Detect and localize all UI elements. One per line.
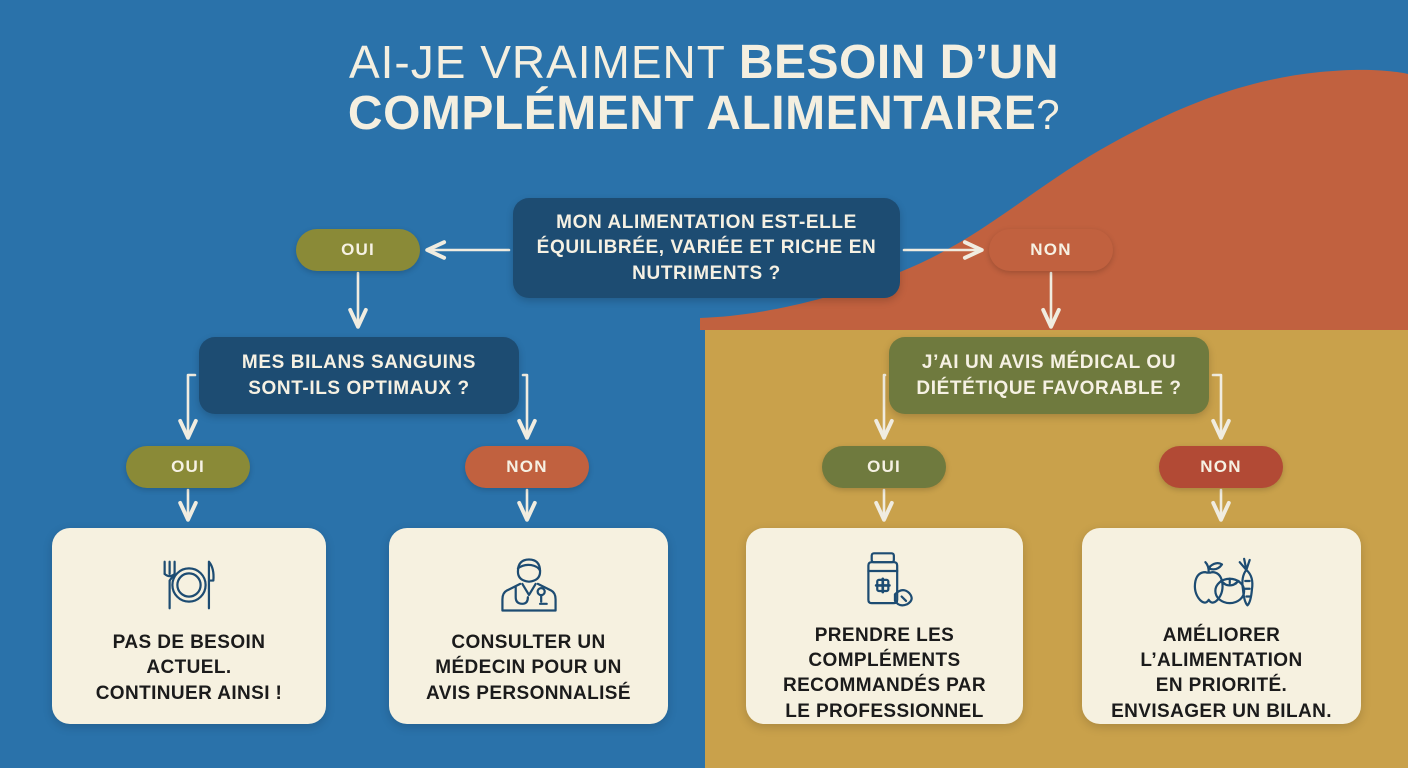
pill-left-oui[interactable]: OUI: [126, 446, 250, 488]
result-card-1[interactable]: PAS DE BESOIN ACTUEL. CONTINUER AINSI !: [52, 528, 326, 724]
pill-root-non-label: NON: [1030, 240, 1072, 259]
title-bold-part-2: COMPLÉMENT ALIMENTAIRE: [347, 86, 1037, 140]
result-card-2[interactable]: CONSULTER UN MÉDECIN POUR UN AVIS PERSON…: [389, 528, 668, 724]
page-title: AI-JE VRAIMENT BESOIN D’UN COMPLÉMENT AL…: [0, 36, 1408, 140]
title-line-2: COMPLÉMENT ALIMENTAIRE?: [0, 86, 1408, 140]
result-card-2-text: CONSULTER UN MÉDECIN POUR UN AVIS PERSON…: [426, 632, 631, 704]
left-question-box[interactable]: MES BILANS SANGUINS SONT-ILS OPTIMAUX ?: [199, 337, 519, 414]
result-card-4[interactable]: AMÉLIORER L’ALIMENTATION EN PRIORITÉ. EN…: [1082, 528, 1361, 724]
result-card-1-text: PAS DE BESOIN ACTUEL. CONTINUER AINSI !: [95, 632, 283, 704]
fruits-vegetables-icon: [1183, 550, 1261, 613]
right-question-box[interactable]: J’AI UN AVIS MÉDICAL OU DIÉTÉTIQUE FAVOR…: [889, 337, 1209, 414]
pill-right-non[interactable]: NON: [1159, 446, 1283, 488]
title-question-mark: ?: [1036, 90, 1061, 138]
result-card-3-text: PRENDRE LES COMPLÉMENTS RECOMMANDÉS PAR …: [782, 624, 987, 722]
pill-right-oui-label: OUI: [867, 457, 901, 476]
title-line-1: AI-JE VRAIMENT BESOIN D’UN: [0, 36, 1408, 89]
result-card-3[interactable]: PRENDRE LES COMPLÉMENTS RECOMMANDÉS PAR …: [746, 528, 1023, 724]
title-light-part: AI-JE VRAIMENT: [348, 36, 739, 88]
pill-left-non-label: NON: [506, 457, 548, 476]
background-hill-shape: [700, 69, 1408, 330]
root-question-text: MON ALIMENTATION EST-ELLE ÉQUILIBRÉE, VA…: [536, 212, 877, 284]
pill-right-oui[interactable]: OUI: [822, 446, 946, 488]
doctor-stethoscope-icon: [490, 550, 568, 620]
root-question-box[interactable]: MON ALIMENTATION EST-ELLE ÉQUILIBRÉE, VA…: [513, 198, 900, 298]
plate-fork-knife-icon: [150, 550, 228, 620]
pill-root-non[interactable]: NON: [989, 229, 1113, 271]
title-bold-part-1: BESOIN D’UN: [738, 36, 1060, 89]
pill-root-oui-label: OUI: [341, 240, 375, 259]
supplement-bottle-icon: [846, 550, 924, 613]
pill-left-oui-label: OUI: [171, 457, 205, 476]
right-question-text: J’AI UN AVIS MÉDICAL OU DIÉTÉTIQUE FAVOR…: [916, 352, 1182, 399]
pill-right-non-label: NON: [1200, 457, 1242, 476]
pill-left-non[interactable]: NON: [465, 446, 589, 488]
result-card-4-text: AMÉLIORER L’ALIMENTATION EN PRIORITÉ. EN…: [1111, 624, 1332, 722]
left-question-text: MES BILANS SANGUINS SONT-ILS OPTIMAUX ?: [241, 352, 477, 399]
pill-root-oui[interactable]: OUI: [296, 229, 420, 271]
